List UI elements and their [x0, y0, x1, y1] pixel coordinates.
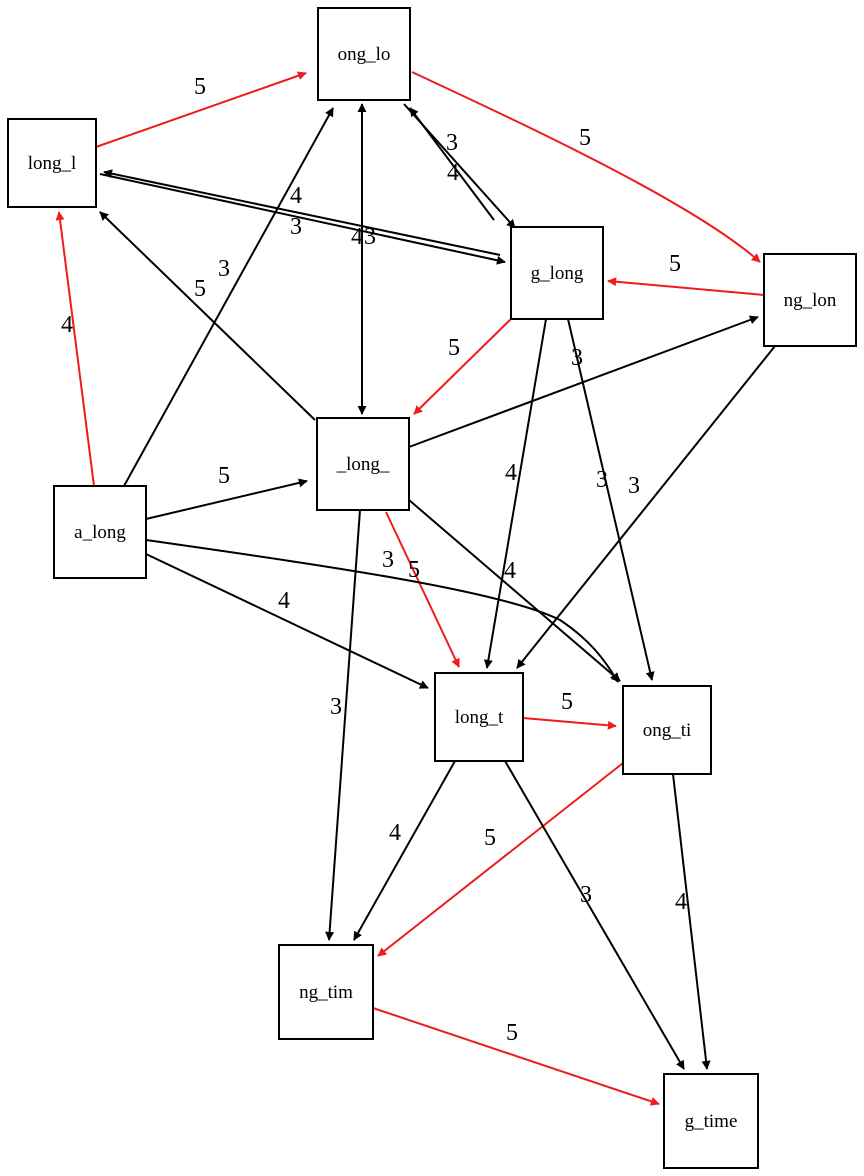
edge-long-to-ngtim	[325, 509, 361, 941]
node-long-t: long_t	[434, 672, 524, 762]
edge-weight-label: 4	[505, 460, 517, 486]
edge-weight-label: 3	[382, 547, 394, 573]
edge-weight-label: 4	[278, 588, 290, 614]
node-label: ng_lon	[784, 290, 837, 311]
edge-longt-to-ongti	[522, 717, 617, 730]
node-long-l: long_l	[7, 118, 97, 208]
edge-weight-label: 5	[506, 1020, 518, 1046]
edge-along-to-ongti	[145, 539, 619, 683]
edge-glong-to-long	[413, 318, 512, 415]
edge-longl-to-onglo	[95, 71, 307, 148]
edge-weight-label: 3	[364, 224, 376, 250]
edge-weight-label: 5	[561, 689, 573, 715]
edge-weight-label: 3	[628, 473, 640, 499]
edge-weight-label: 4	[675, 889, 687, 915]
node-label: _long_	[336, 454, 390, 475]
edge-weight-label: 5	[218, 463, 230, 489]
edge-weight-label: 4	[290, 183, 302, 209]
node-label: a_long	[74, 522, 126, 543]
edge-along-to-longl	[55, 211, 95, 487]
node-long: _long_	[316, 417, 410, 511]
edge-nglon-to-glong	[607, 277, 765, 296]
node-label: g_long	[531, 263, 584, 284]
node-ng-lon: ng_lon	[763, 253, 857, 347]
edge-glong-to-onglo	[409, 107, 495, 221]
edge-glong-to-longl	[103, 169, 501, 256]
edge-ongti-to-ngtim	[377, 762, 624, 957]
edge-weight-label: 4	[389, 820, 401, 846]
edge-weight-label: 5	[579, 125, 591, 151]
node-label: long_t	[455, 707, 504, 728]
edge-along-to-longt	[145, 553, 429, 689]
edge-weight-label: 4	[61, 312, 73, 338]
edge-weight-label: 4	[447, 160, 459, 186]
node-label: ng_tim	[299, 982, 353, 1003]
edge-onglo-to-nglon	[411, 71, 761, 263]
edge-weight-label: 5	[408, 557, 420, 583]
node-box	[317, 7, 411, 101]
edge-weight-label: 5	[669, 251, 681, 277]
node-label: ong_lo	[338, 44, 391, 65]
edge-weight-label: 3	[571, 345, 583, 371]
node-ong-ti: ong_ti	[622, 685, 712, 775]
node-box	[763, 253, 857, 347]
edge-longt-to-gtime	[504, 760, 685, 1070]
node-label: ong_ti	[643, 720, 692, 741]
edge-weight-label: 5	[194, 276, 206, 302]
edge-along-to-onglo	[123, 107, 334, 487]
node-ng-tim: ng_tim	[278, 944, 374, 1040]
node-box	[622, 685, 712, 775]
node-a-long: a_long	[53, 485, 147, 579]
node-box	[7, 118, 97, 208]
edge-nglon-to-longt	[516, 345, 776, 669]
node-g-time: g_time	[663, 1073, 759, 1169]
edge-weight-label: 5	[484, 825, 496, 851]
node-box	[53, 485, 147, 579]
node-ong-lo: ong_lo	[317, 7, 411, 101]
edge-weight-label: 5	[448, 335, 460, 361]
edge-ongti-to-gtime	[672, 773, 711, 1070]
node-box	[316, 417, 410, 511]
edge-glong-to-ongti	[567, 318, 655, 681]
edge-weight-label: 3	[580, 882, 592, 908]
edge-weight-label: 3	[596, 467, 608, 493]
edge-along-to-long	[145, 478, 308, 520]
edge-ngtim-to-gtime	[372, 1007, 660, 1106]
edge-glong-to-longt	[483, 318, 547, 669]
node-box	[434, 672, 524, 762]
edge-weight-label: 5	[194, 74, 206, 100]
edge-weight-label: 3	[290, 214, 302, 240]
edge-longt-to-ngtim	[353, 760, 456, 941]
edge-long-to-ongti	[408, 499, 621, 682]
edge-weight-label: 3	[218, 256, 230, 282]
edge-weight-label: 3	[446, 130, 458, 156]
node-box	[510, 226, 604, 320]
node-label: g_time	[685, 1111, 738, 1132]
edge-weight-label: 4	[351, 224, 363, 250]
node-label: long_l	[28, 153, 77, 174]
edge-weight-label: 4	[504, 558, 516, 584]
edges-layer	[55, 71, 776, 1106]
node-box	[278, 944, 374, 1040]
edge-long-to-longl	[99, 211, 316, 421]
node-g-long: g_long	[510, 226, 604, 320]
nodes-layer: ong_lo long_l g_long ng_lon _long_ a_longlong…	[7, 7, 857, 1169]
edge-longl-to-glong	[99, 173, 506, 265]
edge-weight-label: 3	[330, 694, 342, 720]
node-box	[663, 1073, 759, 1169]
edge-long-to-longt	[385, 511, 460, 668]
